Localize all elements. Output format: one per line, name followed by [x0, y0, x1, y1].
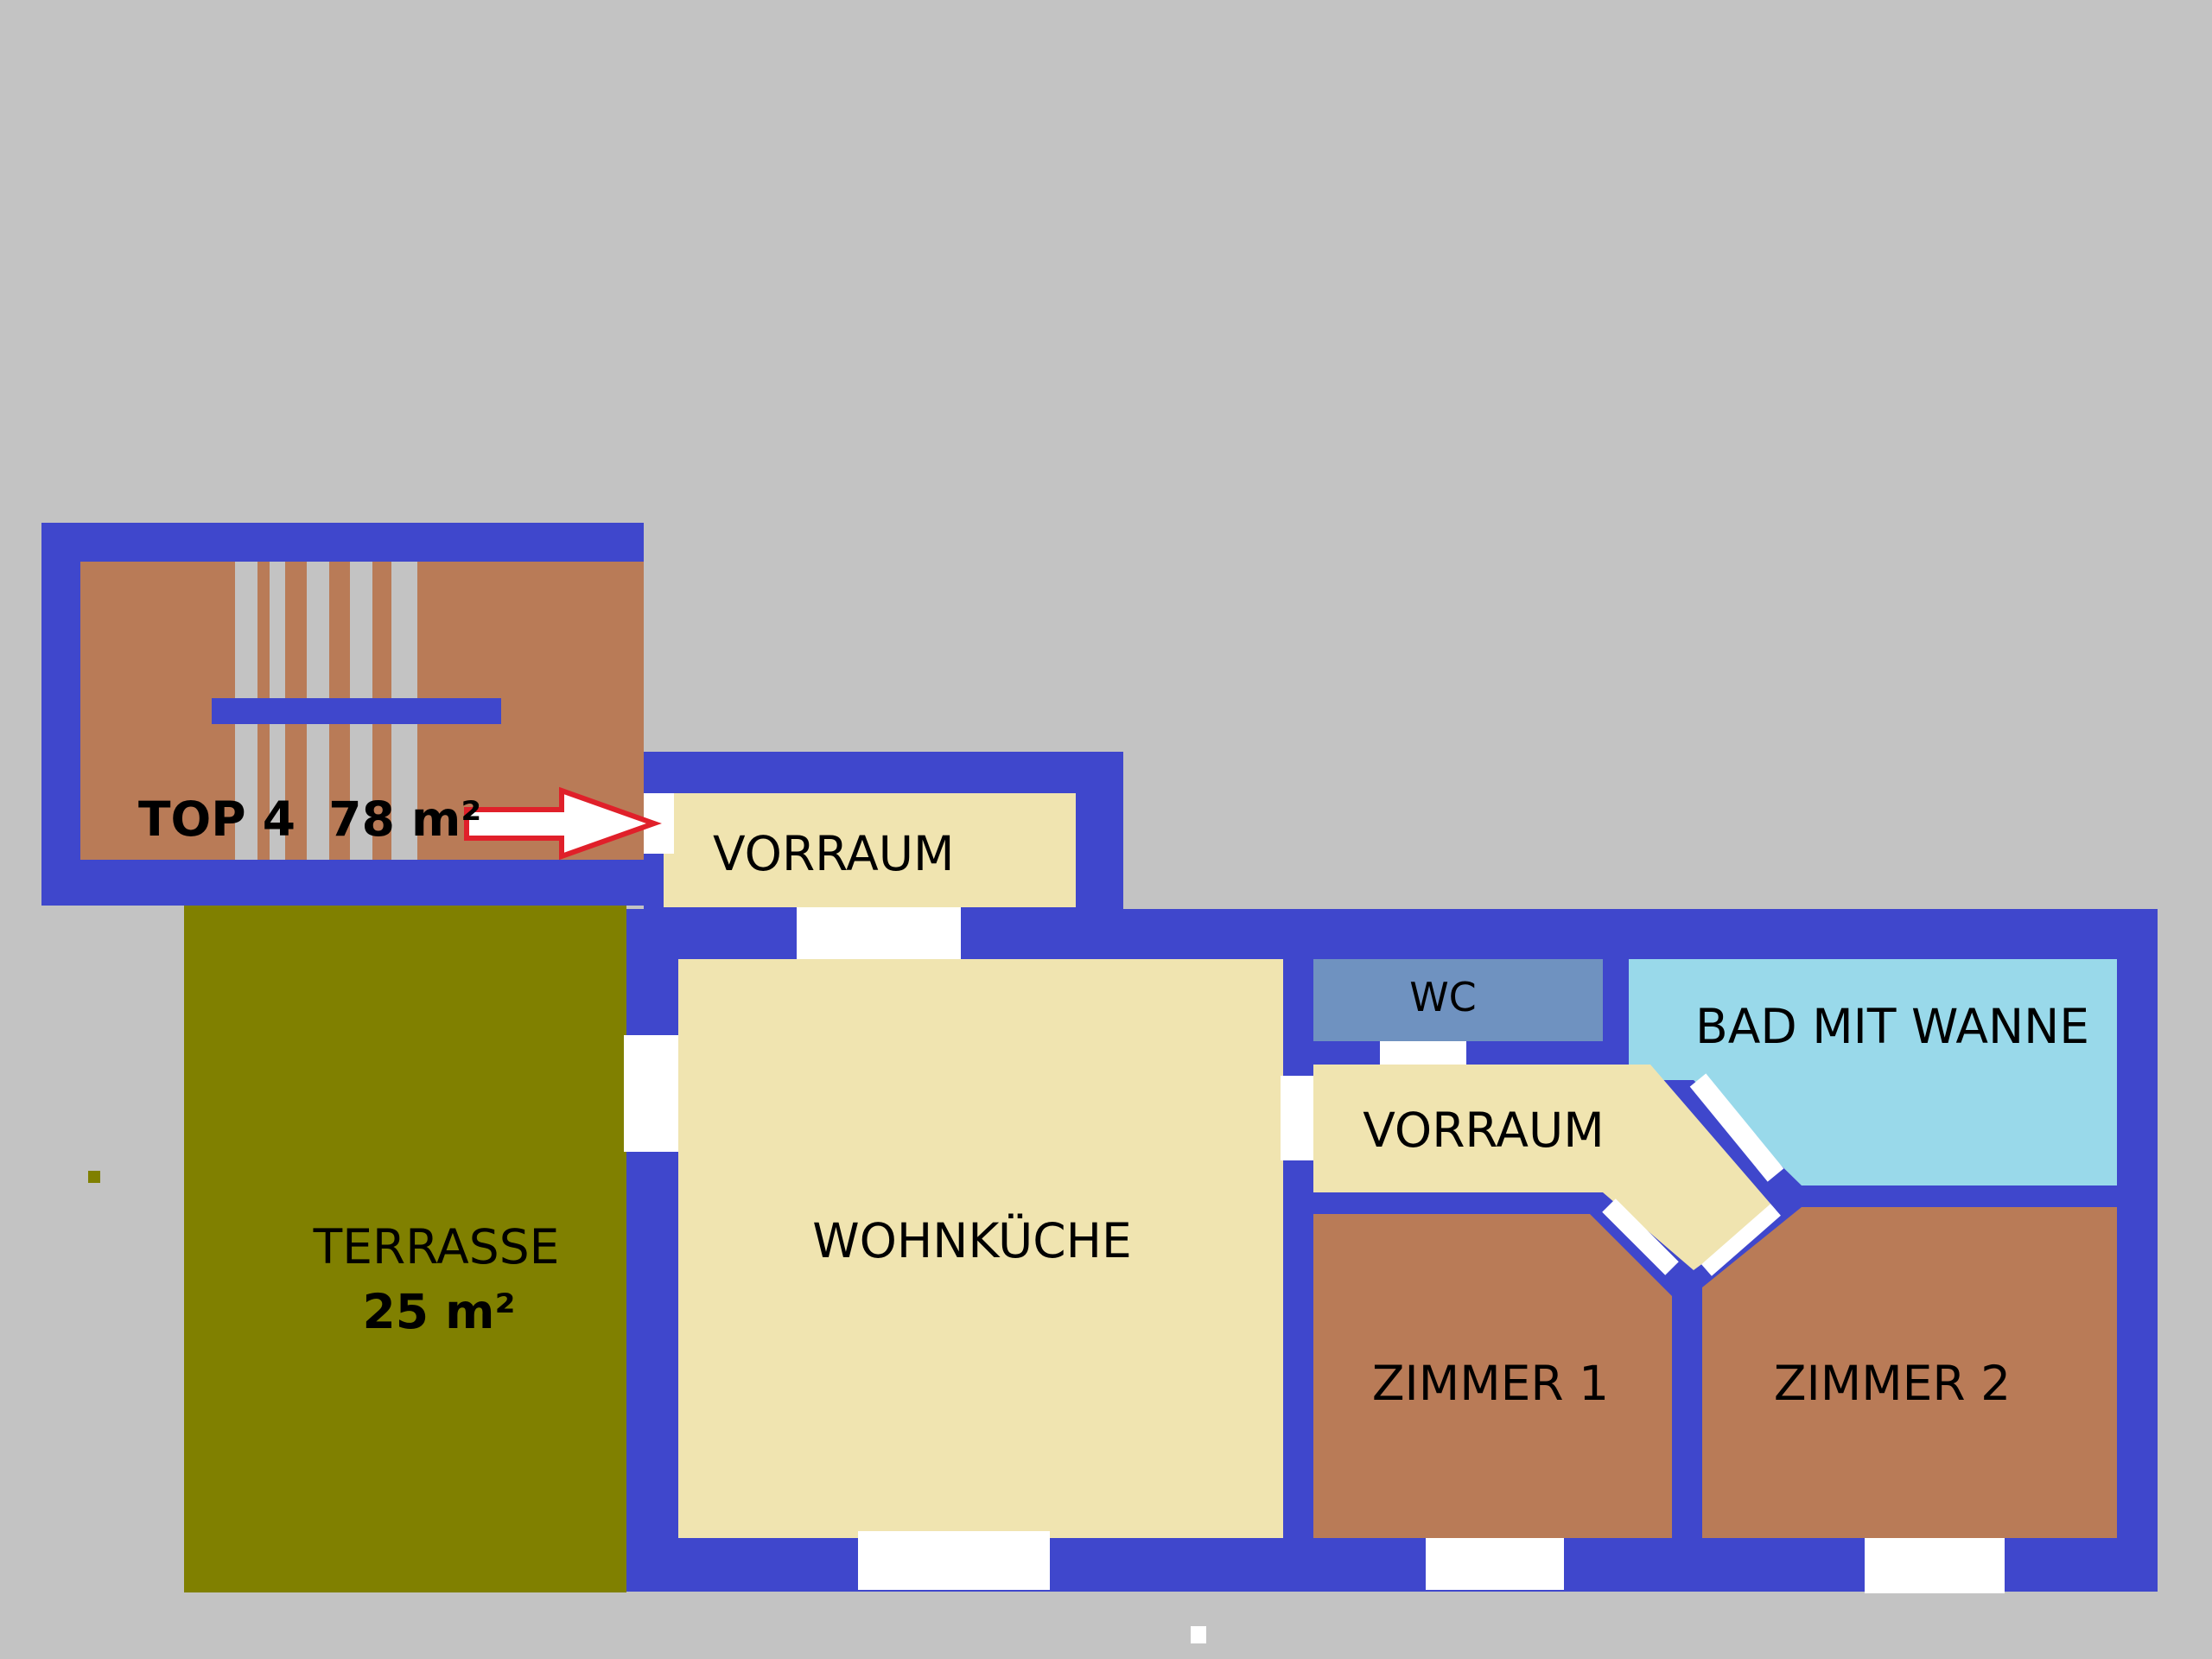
- inner-hall-label: VORRAUM: [1363, 1103, 1605, 1158]
- room-1-label: ZIMMER 1: [1372, 1356, 1609, 1411]
- terrace-marker: [88, 1171, 100, 1183]
- door-opening: [1281, 1076, 1313, 1160]
- door-opening: [797, 907, 961, 959]
- marker-square: [1191, 1626, 1206, 1643]
- bath-label: BAD MIT WANNE: [1695, 999, 2089, 1054]
- terrace-area-label: 25 m²: [362, 1284, 515, 1339]
- terrace: [184, 906, 626, 1592]
- entrance-hall-floor: [664, 793, 1076, 907]
- inner-hall: [1313, 1065, 1776, 1270]
- living-kitchen-label: WOHNKÜCHE: [812, 1213, 1132, 1268]
- hall-door-diagonal: [1701, 1204, 1781, 1276]
- room-1: [1313, 1214, 1672, 1538]
- door-opening: [1380, 1041, 1466, 1065]
- wc-label: WC: [1409, 974, 1477, 1020]
- wc-room: [1313, 959, 1603, 1041]
- room-2-label: ZIMMER 2: [1774, 1356, 2011, 1411]
- hall-door-diagonal: [1689, 1073, 1784, 1182]
- living-kitchen: [678, 959, 1283, 1538]
- entrance-hall-label: VORRAUM: [713, 826, 955, 881]
- terrace-label: TERRASSE: [313, 1219, 560, 1274]
- door-opening: [624, 1035, 678, 1152]
- arrow-right-icon: [464, 786, 662, 861]
- hall-door-diagonal: [1602, 1198, 1679, 1275]
- unit-label: TOP 4 78 m²: [138, 791, 481, 847]
- window-opening: [1426, 1538, 1564, 1590]
- window-opening: [1865, 1538, 2005, 1593]
- room-2: [1702, 1207, 2117, 1538]
- stair-handrail: [212, 698, 501, 724]
- window-opening: [858, 1531, 1050, 1590]
